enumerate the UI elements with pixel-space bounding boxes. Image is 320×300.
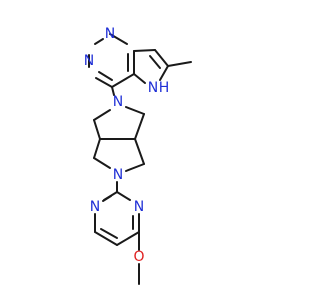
bond: [111, 86, 115, 96]
bond: [159, 65, 169, 81]
atom-label-n: N: [113, 94, 123, 110]
atom-label-o: O: [133, 249, 144, 265]
bond: [134, 113, 145, 140]
bond: [125, 106, 145, 115]
atom-label-n: N: [113, 167, 123, 183]
bond: [98, 71, 113, 81]
bond: [116, 231, 140, 246]
atom-labels: N N N H N N N N O: [84, 26, 170, 265]
bond: [102, 195, 112, 202]
bond: [111, 73, 135, 88]
bond: [116, 191, 131, 201]
bond: [134, 138, 145, 165]
atom-label-n: N: [105, 26, 115, 42]
bond: [149, 55, 161, 69]
bond: [100, 228, 118, 239]
bond: [93, 109, 111, 121]
atom-label-n: N: [148, 80, 158, 96]
bond: [109, 33, 128, 45]
atom-label-h: H: [159, 80, 170, 96]
bonds: [88, 33, 192, 285]
bond: [167, 61, 192, 67]
bond: [93, 138, 101, 159]
atom-label-n: N: [134, 199, 144, 215]
atom-label-n: N: [84, 53, 94, 69]
bond: [133, 73, 146, 84]
bond: [154, 49, 169, 67]
atom-label-n: N: [90, 199, 100, 215]
bond: [125, 163, 145, 172]
bond: [93, 119, 101, 140]
bond: [93, 157, 111, 169]
bond: [133, 49, 156, 52]
bond: [94, 231, 118, 246]
molecule-diagram: N N N H N N N N O: [84, 26, 192, 285]
bond: [94, 38, 104, 45]
bond: [95, 77, 113, 88]
